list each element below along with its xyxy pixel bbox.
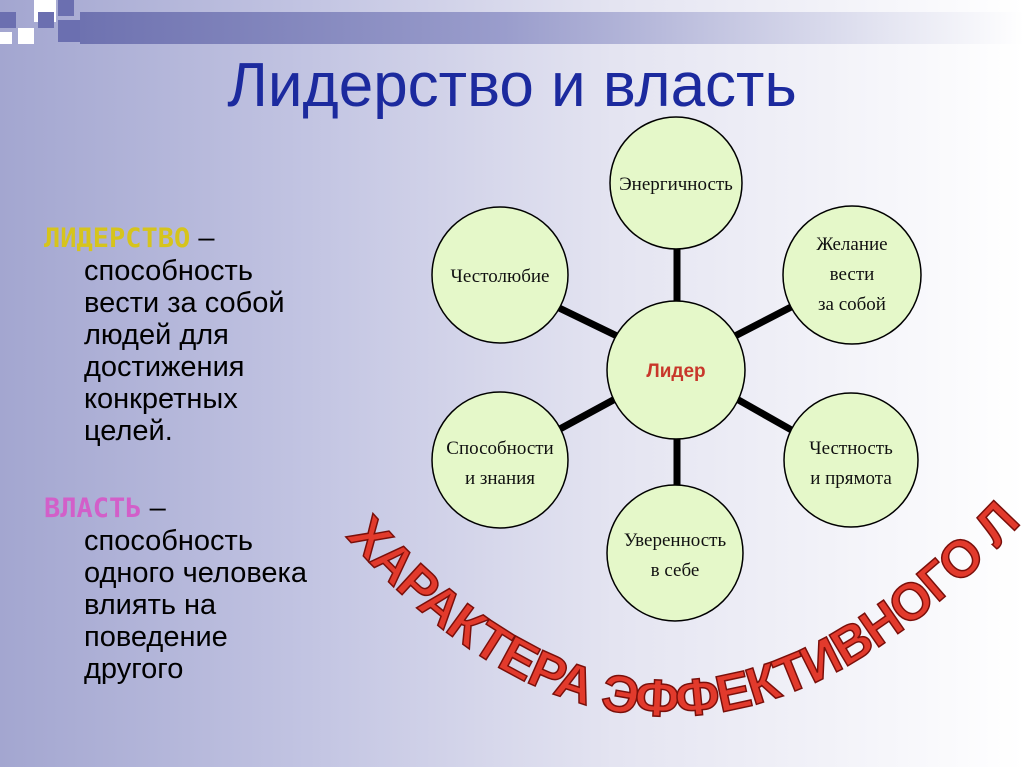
node-label: Желание — [816, 234, 887, 255]
power-line: способность — [84, 525, 253, 557]
connector-honesty — [733, 394, 797, 436]
slide-title: Лидерство и власть — [227, 51, 797, 120]
connector-abilities — [556, 394, 619, 434]
node-honesty: Честность и прямота — [783, 392, 919, 528]
leadership-line: способность — [84, 255, 253, 287]
center-label: Лидер — [646, 361, 705, 382]
node-label: Энергичность — [619, 174, 733, 195]
node-label: за собой — [818, 294, 886, 315]
node-label: и прямота — [810, 468, 892, 489]
node-energy: Энергичность — [609, 116, 743, 250]
node-circle — [609, 116, 743, 250]
leadership-line: вести за собой — [84, 287, 285, 319]
center-circle — [606, 300, 746, 440]
connectors — [551, 245, 797, 492]
node-confidence: Уверенность в себе — [606, 484, 744, 622]
node-label: Способности — [446, 438, 553, 459]
leadership-line: целей. — [84, 415, 173, 447]
power-line: одного человека — [84, 557, 307, 589]
leadership-definition: ЛИДЕРСТВО – способность вести за собой л… — [44, 222, 285, 447]
power-line: другого — [84, 653, 184, 685]
leadership-line: достижения — [84, 351, 245, 383]
node-label: и знания — [465, 468, 535, 489]
node-label: в себе — [651, 560, 700, 581]
traits-arc-text: ЧЕРТЫ ХАРАКТЕРА ЭФФЕКТИВНОГО ЛИДЕРА — [0, 0, 1024, 730]
node-label: Честолюбие — [451, 266, 550, 287]
header-bar — [80, 12, 1024, 44]
power-dash: – — [141, 492, 166, 524]
node-circle — [783, 392, 919, 528]
leadership-line: людей для — [84, 319, 229, 351]
leadership-line: конкретных — [84, 383, 238, 415]
leadership-term: ЛИДЕРСТВО — [44, 223, 191, 254]
node-label: Уверенность — [624, 530, 727, 551]
node-ambition: Честолюбие — [431, 206, 569, 344]
node-label: Честность — [809, 438, 893, 459]
node-desire: Желание вести за собой — [782, 205, 922, 345]
node-circle — [431, 206, 569, 344]
power-line: влиять на — [84, 589, 217, 621]
node-circle — [782, 205, 922, 345]
power-definition: ВЛАСТЬ – способность одного человека вли… — [44, 492, 307, 685]
node-circle — [431, 391, 569, 529]
power-line: поведение — [84, 621, 228, 653]
node-circle — [606, 484, 744, 622]
connector-ambition — [551, 301, 619, 340]
node-abilities: Способности и знания — [431, 391, 569, 529]
power-term: ВЛАСТЬ — [44, 493, 142, 524]
node-leader: Лидер — [606, 300, 746, 440]
traits-arc-caption: ЧЕРТЫ ХАРАКТЕРА ЭФФЕКТИВНОГО ЛИДЕРА — [0, 0, 1024, 730]
connector-desire — [733, 301, 797, 340]
node-label: вести — [830, 264, 875, 285]
leadership-dash: – — [190, 222, 215, 254]
